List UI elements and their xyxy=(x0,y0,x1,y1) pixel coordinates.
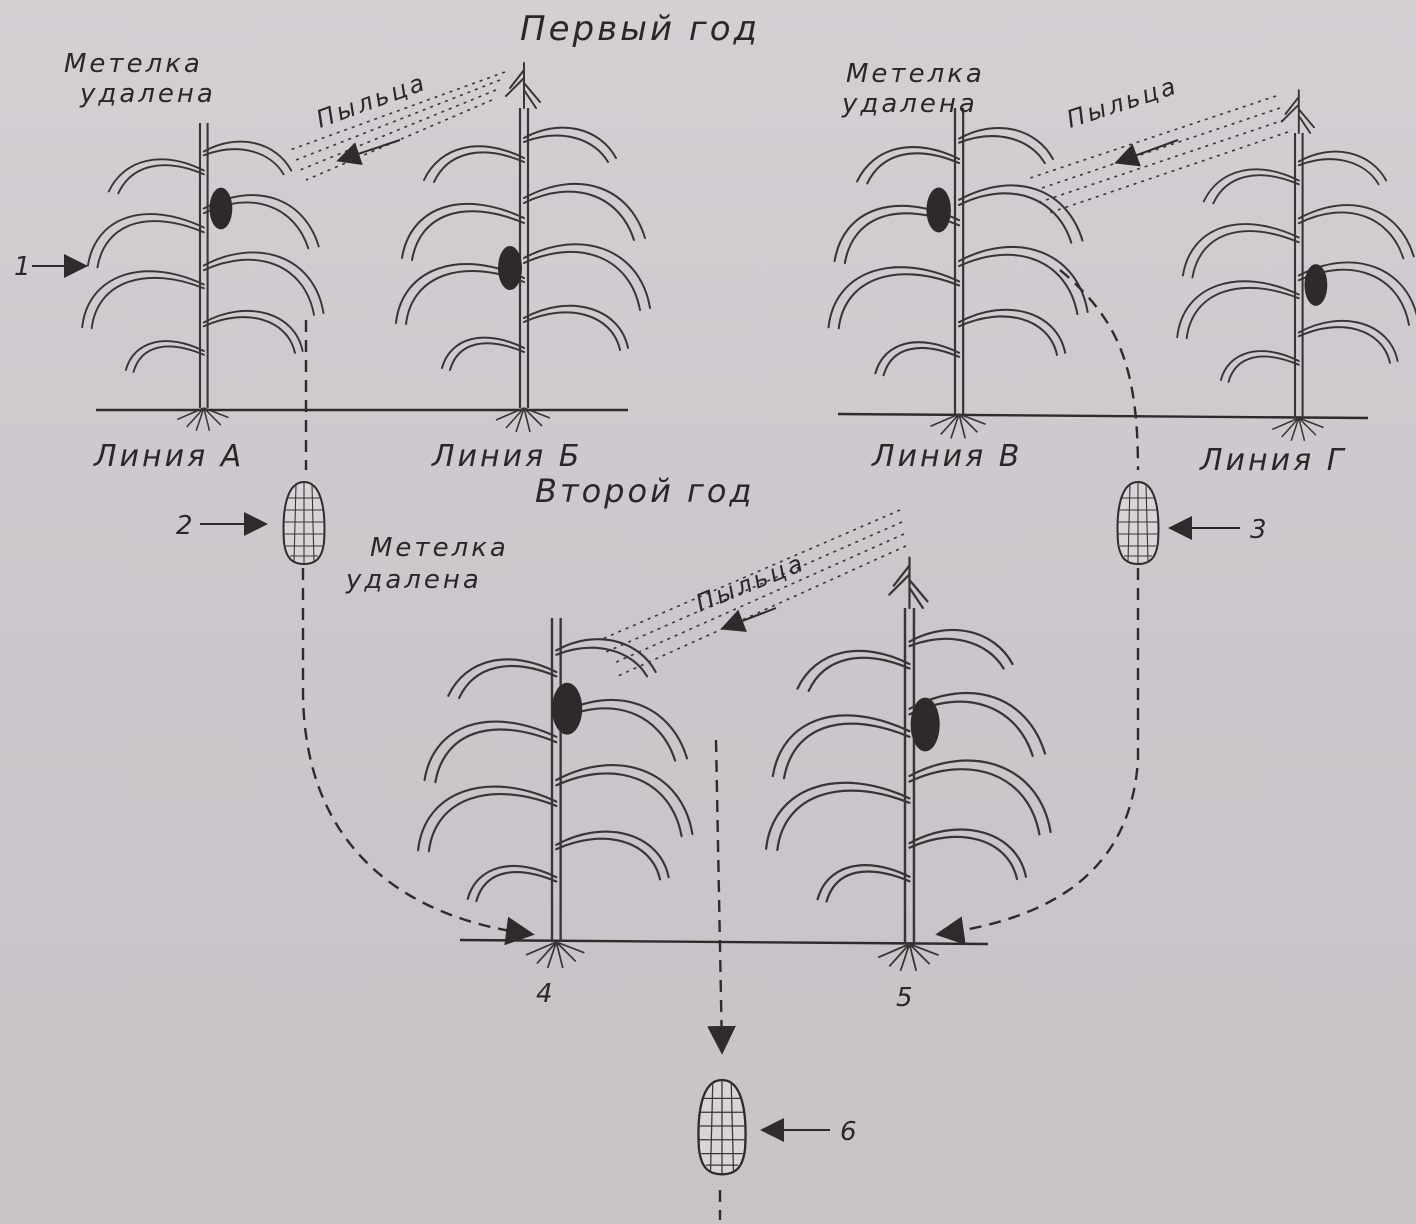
callout-1: 1 xyxy=(14,252,34,282)
tassel-removed-v-line1: Метелка xyxy=(846,59,985,89)
pollen-stream-g-to-v: Пыльца xyxy=(1030,71,1288,214)
second-year-heading: Второй год xyxy=(535,472,755,510)
pollen-label-2: Пыльца xyxy=(1063,71,1182,133)
label-line-g: Линия Г xyxy=(1199,443,1346,478)
ear-icon xyxy=(552,683,582,735)
cob-6 xyxy=(698,1080,745,1174)
plant-line-g xyxy=(1177,90,1416,441)
callout-6: 6 xyxy=(840,1117,860,1147)
tassel-removed-a-line1: Метелка xyxy=(64,49,203,79)
flow-4-to-cob6 xyxy=(716,740,722,1050)
tassel-removed-v-line2: удалена xyxy=(841,89,978,119)
plant-line-a xyxy=(82,123,323,431)
callout-5: 5 xyxy=(896,983,916,1013)
pollen-label-3: Пыльца xyxy=(692,548,810,617)
ground-line-right xyxy=(838,414,1368,418)
tassel-removed-4-line2: удалена xyxy=(345,565,482,595)
plant-5 xyxy=(766,558,1050,971)
tassel-removed-a-line2: удалена xyxy=(79,79,216,109)
pollen-stream-b-to-a: Пыльца xyxy=(290,68,505,180)
first-year-heading: Первый год xyxy=(520,9,760,49)
callout-4: 4 xyxy=(536,979,556,1009)
cob-3 xyxy=(1118,482,1159,564)
ear-icon xyxy=(926,188,950,233)
ear-icon xyxy=(210,188,233,230)
flow-v-to-cob3 xyxy=(1060,270,1138,470)
plant-line-v xyxy=(829,108,1088,438)
ear-icon xyxy=(1305,264,1328,306)
label-line-b: Линия Б xyxy=(431,439,582,474)
cob-2 xyxy=(284,482,325,564)
label-line-v: Линия В xyxy=(871,439,1022,474)
flow-cob2-to-4 xyxy=(303,568,530,934)
ear-icon xyxy=(498,246,522,290)
callout-2: 2 xyxy=(176,511,196,541)
callout-3: 3 xyxy=(1250,515,1270,545)
plant-4 xyxy=(418,618,692,968)
label-line-a: Линия А xyxy=(93,439,244,474)
plant-line-b xyxy=(396,63,650,432)
flow-cob3-to-5 xyxy=(940,568,1138,934)
tassel-removed-4-line1: Метелка xyxy=(370,533,509,563)
ear-icon xyxy=(911,698,940,752)
